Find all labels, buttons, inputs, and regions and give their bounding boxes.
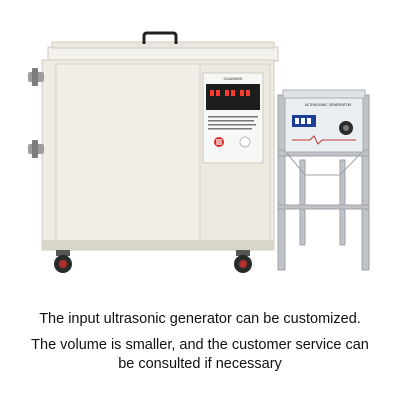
caption-line-3: be consulted if necessary — [118, 356, 282, 372]
tank-lid — [47, 41, 279, 62]
handle-icon — [142, 31, 178, 44]
caption-line-1: The input ultrasonic generator can be cu… — [39, 311, 361, 327]
control-panel: GUANMIN — [202, 72, 264, 164]
generator-title: ULTRASONIC GENERATOR — [305, 103, 352, 107]
display-digits — [210, 90, 250, 96]
start-button-icon — [239, 136, 251, 148]
knob-icon — [339, 121, 353, 135]
timer-display — [206, 84, 260, 110]
drain-valve-icon — [28, 68, 44, 86]
drain-valve-icon — [28, 140, 44, 158]
panel-brand: GUANMIN — [224, 76, 243, 81]
caster-icon — [234, 250, 252, 273]
power-button-icon — [214, 137, 224, 147]
product-photo: GUANMIN — [28, 31, 370, 273]
caption-line-2: The volume is smaller, and the customer … — [31, 337, 369, 353]
caster-icon — [54, 250, 72, 273]
ultrasonic-generator: ULTRASONIC GENERATOR — [282, 89, 366, 153]
